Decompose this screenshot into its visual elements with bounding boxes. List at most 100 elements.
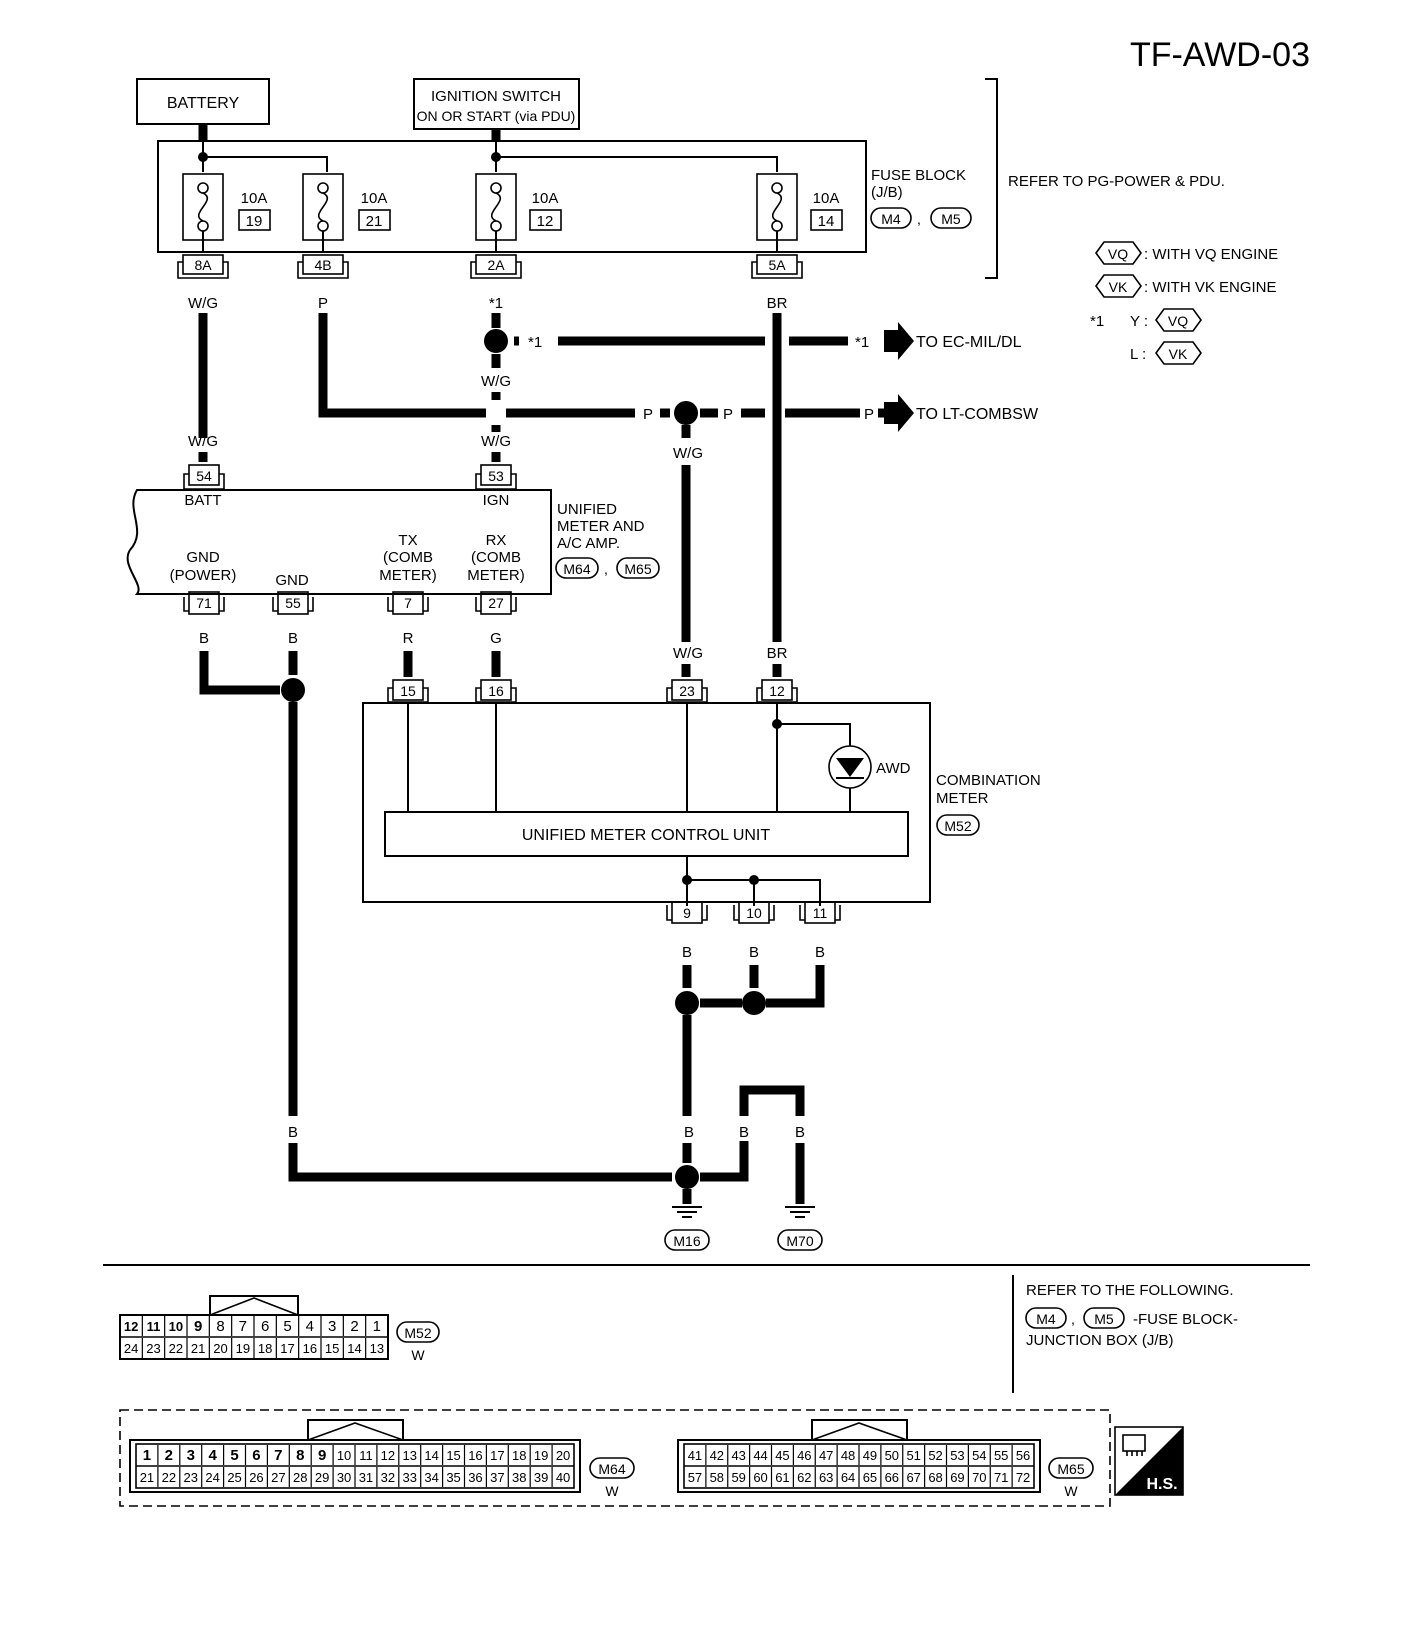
amp-tx-3: METER)	[379, 567, 437, 584]
amp-tx-1: TX	[398, 532, 417, 549]
fuse-12-number: 12	[537, 213, 554, 230]
amp-pin53-wire: W/G	[481, 433, 511, 450]
m64-pin-14: 14	[424, 1448, 438, 1463]
meter-pin-10: 10	[746, 905, 762, 921]
m64-pin-30: 30	[337, 1470, 351, 1485]
m64-pin-34: 34	[424, 1470, 438, 1485]
m65-pin-49: 49	[863, 1448, 877, 1463]
m64-pin-18: 18	[512, 1448, 526, 1463]
m64-pin-1: 1	[143, 1447, 151, 1464]
amp-rx-3: METER)	[467, 567, 525, 584]
m64-pin-17: 17	[490, 1448, 504, 1463]
m64-pin-8: 8	[296, 1447, 304, 1464]
m65-pin-54: 54	[972, 1448, 986, 1463]
m65-pin-71: 71	[994, 1470, 1008, 1485]
m64-pin-32: 32	[381, 1470, 395, 1485]
awd-lamp-icon	[828, 745, 872, 812]
arrow-icon	[884, 394, 914, 432]
lt-color-left: P	[643, 406, 653, 423]
m65-pin-47: 47	[819, 1448, 833, 1463]
meter-pin-9: 9	[683, 905, 691, 921]
wire-color-2a: *1	[489, 295, 503, 312]
terminal-4b: 4B	[314, 257, 331, 273]
reference-m5: M5	[1094, 1311, 1114, 1327]
fuse-block-label-1: FUSE BLOCK	[871, 167, 966, 184]
terminal-5a: 5A	[768, 257, 786, 273]
arrow-icon-ec	[884, 322, 914, 360]
amp-gnd-power-2: (POWER)	[170, 567, 237, 584]
ec-dest: TO EC-MIL/DL	[916, 334, 1022, 351]
m65-pin-51: 51	[906, 1448, 920, 1463]
m65-pin-44: 44	[753, 1448, 767, 1463]
ignition-label-2: ON OR START (via PDU)	[417, 108, 576, 124]
legend-vk-code: VK	[1109, 279, 1128, 295]
ignition-label-1: IGNITION SWITCH	[431, 88, 561, 105]
amp-pin-54: 54	[196, 468, 212, 484]
legend-l-code: VK	[1169, 346, 1188, 362]
m65-pin-52: 52	[928, 1448, 942, 1463]
meter-pin-23: 23	[679, 683, 695, 699]
m64-pin-4: 4	[208, 1447, 217, 1464]
ground-wire-right: B	[795, 1124, 805, 1141]
meter-top-pins: 15 16 23 12	[387, 679, 798, 703]
fuse-19-amps: 10A	[241, 190, 268, 207]
m52-pin-21: 21	[191, 1341, 205, 1356]
m65-pin-60: 60	[753, 1470, 767, 1485]
meter-label-2: METER	[936, 790, 989, 807]
m52-pin-9: 9	[194, 1318, 202, 1335]
fuse-12-amps: 10A	[532, 190, 559, 207]
m64-pin-29: 29	[315, 1470, 329, 1485]
m64-pin-23: 23	[184, 1470, 198, 1485]
m52-pin-16: 16	[303, 1341, 317, 1356]
m52-pin-24: 24	[124, 1341, 138, 1356]
amp-rx-2: (COMB	[471, 549, 521, 566]
m52-pin-8: 8	[216, 1318, 224, 1335]
ground-m16-label: M16	[673, 1233, 700, 1249]
fuse-19: 10A 19	[182, 173, 271, 252]
legend-y-code: VQ	[1168, 313, 1188, 329]
m64-pin-3: 3	[187, 1447, 195, 1464]
meter-pin-12: 12	[769, 683, 785, 699]
amp-pin-7: 7	[404, 595, 412, 611]
legend-vq-text: : WITH VQ ENGINE	[1144, 246, 1278, 263]
legend-l-label: L :	[1130, 346, 1146, 363]
m52-pin-5: 5	[283, 1318, 291, 1335]
amp-pin27-wire: G	[490, 630, 502, 647]
legend-y-label: Y :	[1130, 313, 1148, 330]
wg-down: W/G	[673, 445, 703, 462]
m64-pin-15: 15	[446, 1448, 460, 1463]
m64-pin-26: 26	[249, 1470, 263, 1485]
m65-pin-58: 58	[710, 1470, 724, 1485]
m65-pin-45: 45	[775, 1448, 789, 1463]
m64-pin-11: 11	[359, 1448, 373, 1463]
amp-connector-m65: M65	[624, 561, 651, 577]
m65-pin-64: 64	[841, 1470, 855, 1485]
m64-pin-38: 38	[512, 1470, 526, 1485]
m64-pin-21: 21	[140, 1470, 154, 1485]
ec-mark-right: *1	[855, 334, 869, 351]
meter-pin-16: 16	[488, 683, 504, 699]
m64-pin-9: 9	[318, 1447, 326, 1464]
connector-icon	[1122, 1434, 1146, 1456]
m64-pin-31: 31	[359, 1470, 373, 1485]
m64-pin-36: 36	[468, 1470, 482, 1485]
m64-pin-37: 37	[490, 1470, 504, 1485]
meter-pin10-wire: B	[749, 944, 759, 961]
wire-color-5a: BR	[767, 295, 788, 312]
m52-pin-7: 7	[239, 1318, 247, 1335]
ground-icon-2	[785, 1206, 815, 1218]
m64-pin-12: 12	[381, 1448, 395, 1463]
amp-ign: IGN	[483, 492, 510, 509]
lt-color-mid: P	[723, 406, 733, 423]
m65-pin-41: 41	[688, 1448, 702, 1463]
m64-pin-27: 27	[271, 1470, 285, 1485]
terminal-8a: 8A	[194, 257, 212, 273]
m65-pin-46: 46	[797, 1448, 811, 1463]
amp-pin55-wire: B	[288, 630, 298, 647]
terminal-2a: 2A	[487, 257, 505, 273]
fuse-14-number: 14	[818, 213, 835, 230]
m64-pin-35: 35	[446, 1470, 460, 1485]
m52-pin-13: 13	[370, 1341, 384, 1356]
